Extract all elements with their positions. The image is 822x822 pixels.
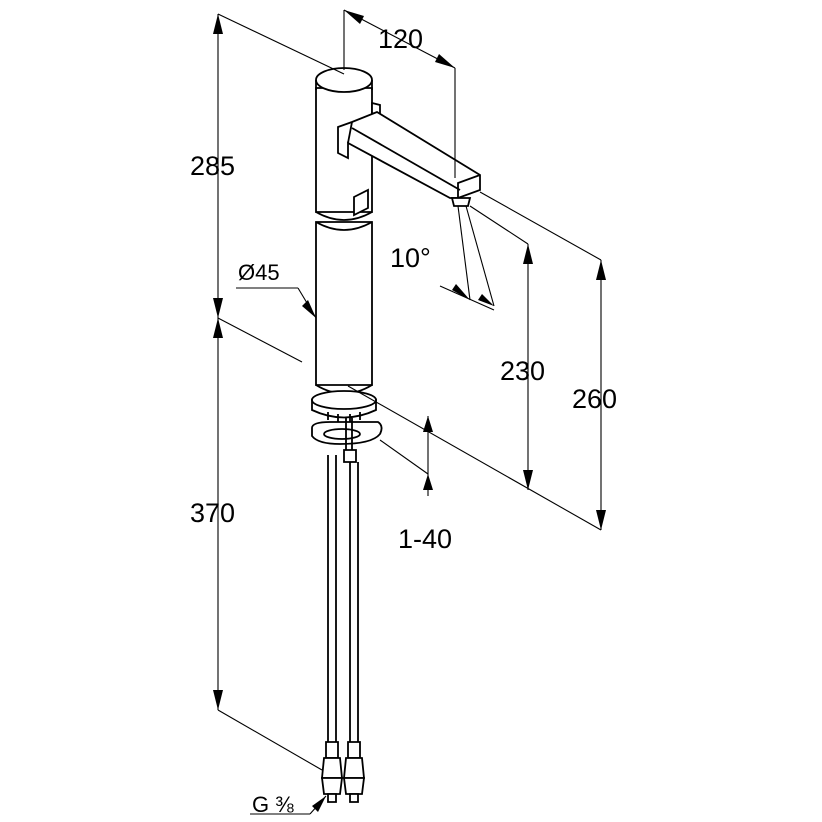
label-diameter: Ø45 xyxy=(238,260,280,285)
label-deck-thickness: 1-40 xyxy=(398,524,452,554)
dimension-labels: 120 285 Ø45 10° 230 260 370 1-40 G ⅜ xyxy=(190,24,617,817)
label-spout-reach: 120 xyxy=(378,24,423,54)
label-outlet-height: 230 xyxy=(500,356,545,386)
label-connection-thread: G ⅜ xyxy=(252,792,294,817)
label-total-height: 260 xyxy=(572,384,617,414)
dimension-lines xyxy=(213,9,606,815)
spout xyxy=(337,110,481,207)
hoses xyxy=(320,455,366,803)
label-hose-length: 370 xyxy=(190,498,235,528)
label-top-height: 285 xyxy=(190,151,235,181)
label-spray-angle: 10° xyxy=(390,243,431,273)
